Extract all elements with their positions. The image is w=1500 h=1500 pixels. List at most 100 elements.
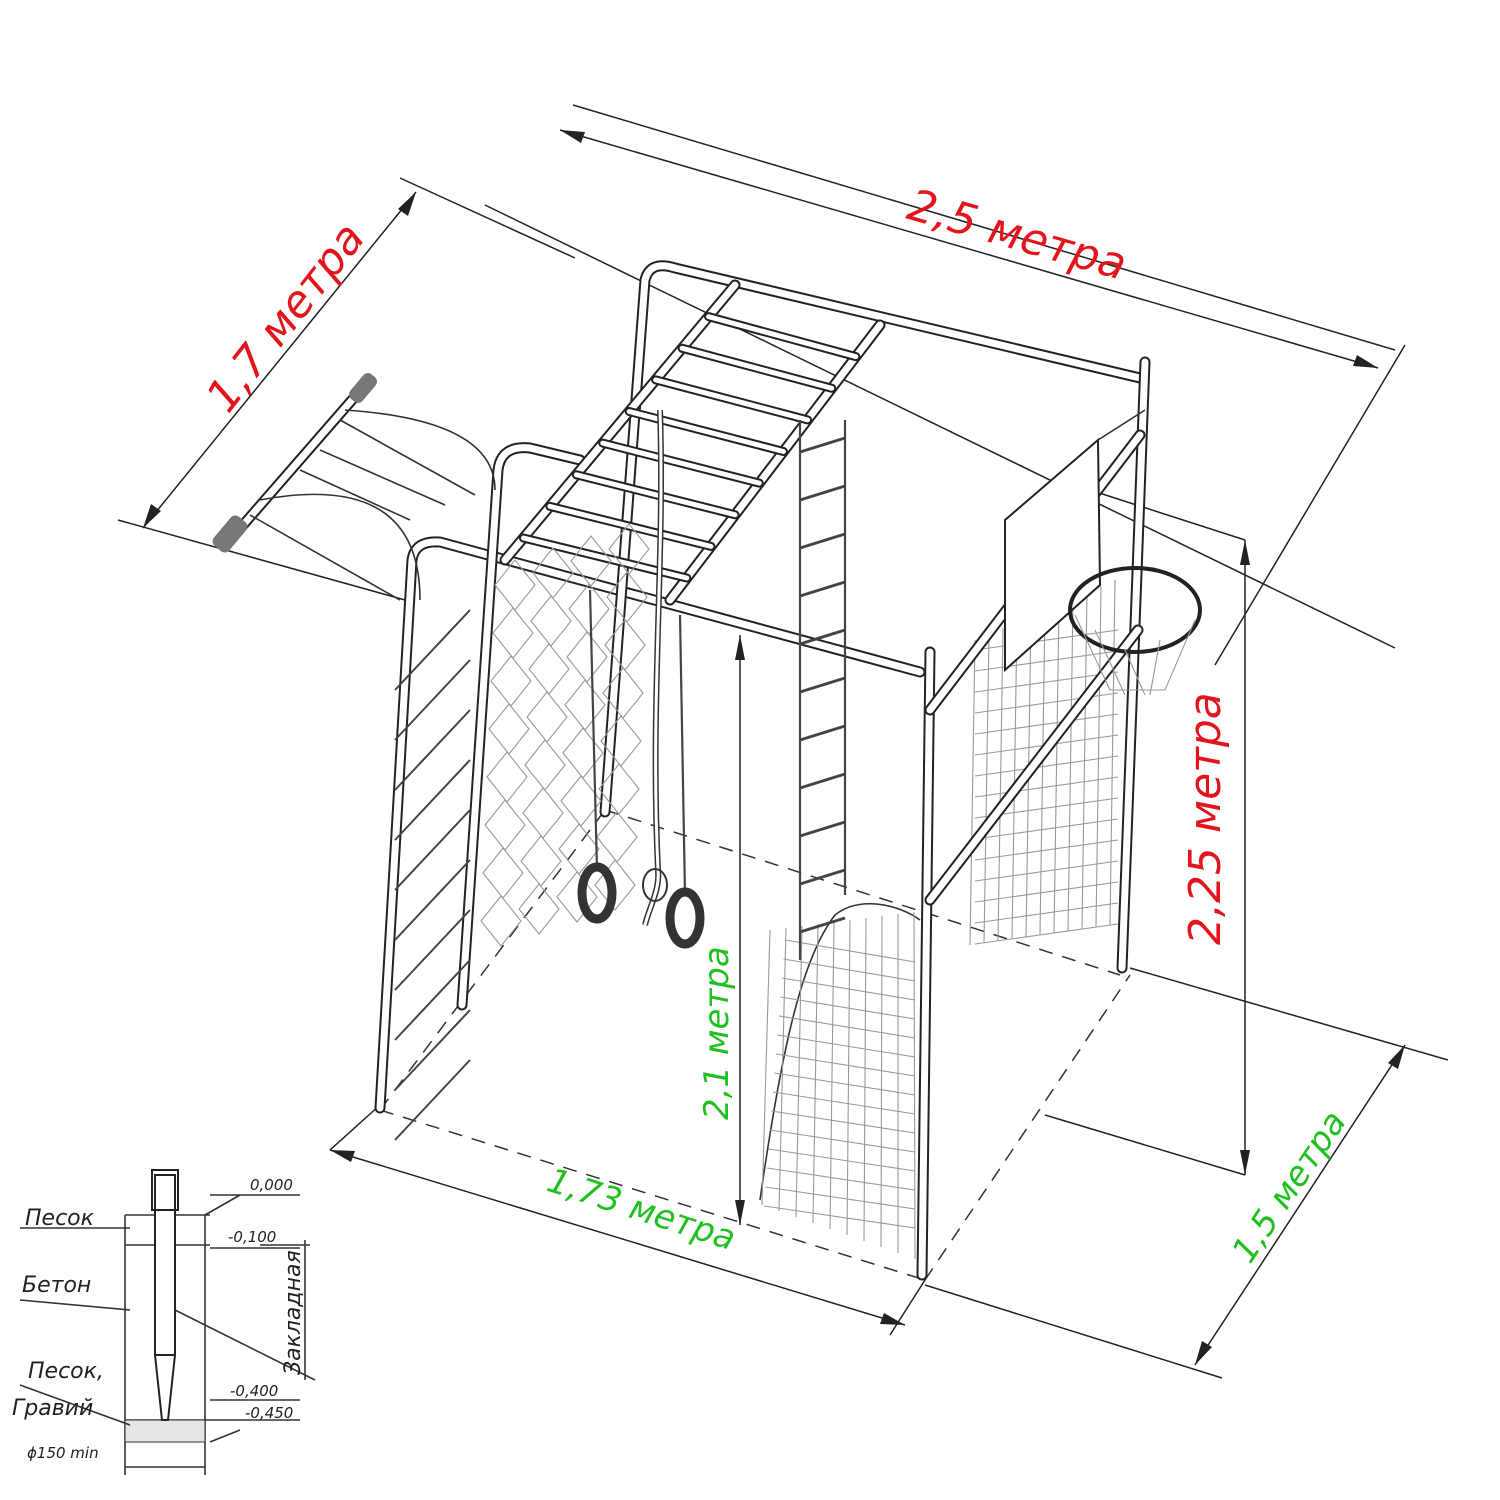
ladder-rung-fill	[653, 377, 811, 423]
rope-ladder-step	[799, 628, 846, 646]
arrow-head	[735, 1200, 745, 1225]
net-cell	[570, 535, 612, 587]
extension-line-i	[889, 1279, 926, 1336]
backboard	[1004, 437, 1102, 673]
net-cell	[560, 775, 602, 827]
rope-ladder-step	[799, 436, 846, 454]
goal-grid-v	[761, 929, 771, 1206]
goal-grid-v	[795, 925, 803, 1218]
side-grid-v	[1011, 621, 1018, 940]
wall-bar-rung	[394, 1009, 471, 1091]
extension-line-j	[924, 1284, 1223, 1379]
side-grid-v	[1109, 579, 1116, 926]
goal-grid-h	[765, 1186, 916, 1210]
net-cell	[526, 691, 568, 743]
rope-ladder-step	[799, 676, 846, 694]
net-cell	[532, 547, 574, 599]
arrow-head	[880, 1313, 905, 1325]
ladder-rung-fill	[706, 314, 859, 360]
side-grid-v	[1095, 585, 1102, 928]
side-grid-h	[974, 650, 1119, 672]
extension-line-f	[1044, 1114, 1246, 1176]
goal-grid-h	[780, 996, 916, 1020]
side-grid-v	[1067, 597, 1074, 932]
extension-line-g	[1089, 489, 1246, 541]
net-cell	[530, 595, 572, 647]
net-cell	[486, 751, 528, 803]
goal-grid-h	[777, 1034, 916, 1058]
goal-net	[759, 903, 921, 1260]
goal-grid-v	[778, 927, 787, 1212]
side-grid-v	[1039, 609, 1046, 936]
layer-sand: Песок	[25, 1206, 95, 1231]
rope-ladder-step	[799, 916, 846, 934]
footprint-back	[604, 809, 1121, 976]
side-grid-v	[983, 633, 990, 944]
net-cell	[522, 787, 564, 839]
goal-grid-h	[772, 1091, 916, 1115]
net-cell	[598, 763, 640, 815]
side-grid-h	[974, 692, 1119, 714]
extension-line-b	[572, 104, 1396, 351]
net-cell	[602, 667, 644, 719]
extension-line-h	[329, 1104, 381, 1151]
frame-posts	[374, 260, 1151, 1281]
side-grid-h	[974, 776, 1119, 798]
ground-footprint	[379, 809, 1131, 1281]
goal-grid-h	[775, 1053, 916, 1077]
diameter-label: ϕ150 min	[27, 1444, 99, 1462]
horizontal-ladder	[518, 312, 861, 583]
wall-bar-rung	[394, 909, 471, 991]
side-grid-h	[974, 902, 1119, 924]
climbing-rope	[642, 409, 668, 926]
level-2: -0,400	[230, 1382, 278, 1400]
arrow-head	[398, 192, 416, 216]
arrow-head	[560, 130, 585, 143]
rope-ladder-step	[799, 772, 846, 790]
net-cell	[606, 571, 648, 623]
goal-grid-h	[763, 1205, 916, 1229]
ladder-rung-fill	[626, 409, 786, 454]
net-cell	[484, 799, 526, 851]
net-cell	[564, 679, 606, 731]
arrow-head	[1240, 540, 1250, 565]
extension-line-c	[1214, 344, 1406, 666]
dimension-lines	[117, 104, 1449, 1379]
net-cell	[480, 895, 522, 947]
wall-bars	[394, 609, 471, 1141]
wall-bar-rung	[394, 759, 471, 841]
side-grid-v	[969, 639, 976, 946]
label-length-top: 2,5 метра	[902, 180, 1132, 291]
net-cell	[596, 811, 638, 863]
foundation-detail: Песок Бетон Песок, Гравий Закладная 0,00…	[12, 1169, 316, 1475]
side-grid-h	[974, 671, 1119, 693]
side-grid-v	[1053, 603, 1060, 934]
goal-grid-h	[766, 1167, 916, 1191]
goal-grid-h	[769, 1129, 916, 1153]
layer-concrete: Бетон	[22, 1273, 91, 1298]
length-dimension-line	[559, 129, 1379, 369]
width-dimension-line	[142, 191, 417, 529]
net-cell	[518, 883, 560, 935]
goal-grid-v	[846, 919, 851, 1236]
net-cell	[482, 847, 524, 899]
hoop-net	[1074, 614, 1196, 696]
wall-bar-rung	[394, 659, 471, 741]
net-cell	[562, 727, 604, 779]
goal-grid-h	[783, 958, 916, 982]
label-width-top: 1,7 метра	[196, 213, 375, 422]
goal-grid-v	[913, 911, 916, 1260]
ladder-rung-fill	[600, 440, 762, 486]
ring-right	[665, 887, 705, 949]
net-cell	[490, 655, 532, 707]
ring-left	[577, 862, 617, 924]
hoop-ring	[1068, 566, 1202, 654]
net-cell	[520, 835, 562, 887]
arrow-head	[1353, 355, 1378, 368]
level-1: -0,100	[228, 1228, 276, 1246]
net-cell	[494, 559, 536, 611]
net-cell	[608, 523, 650, 575]
wall-bar-rung	[394, 959, 471, 1041]
net-cell	[528, 643, 570, 695]
ladder-rung-fill	[679, 345, 835, 391]
